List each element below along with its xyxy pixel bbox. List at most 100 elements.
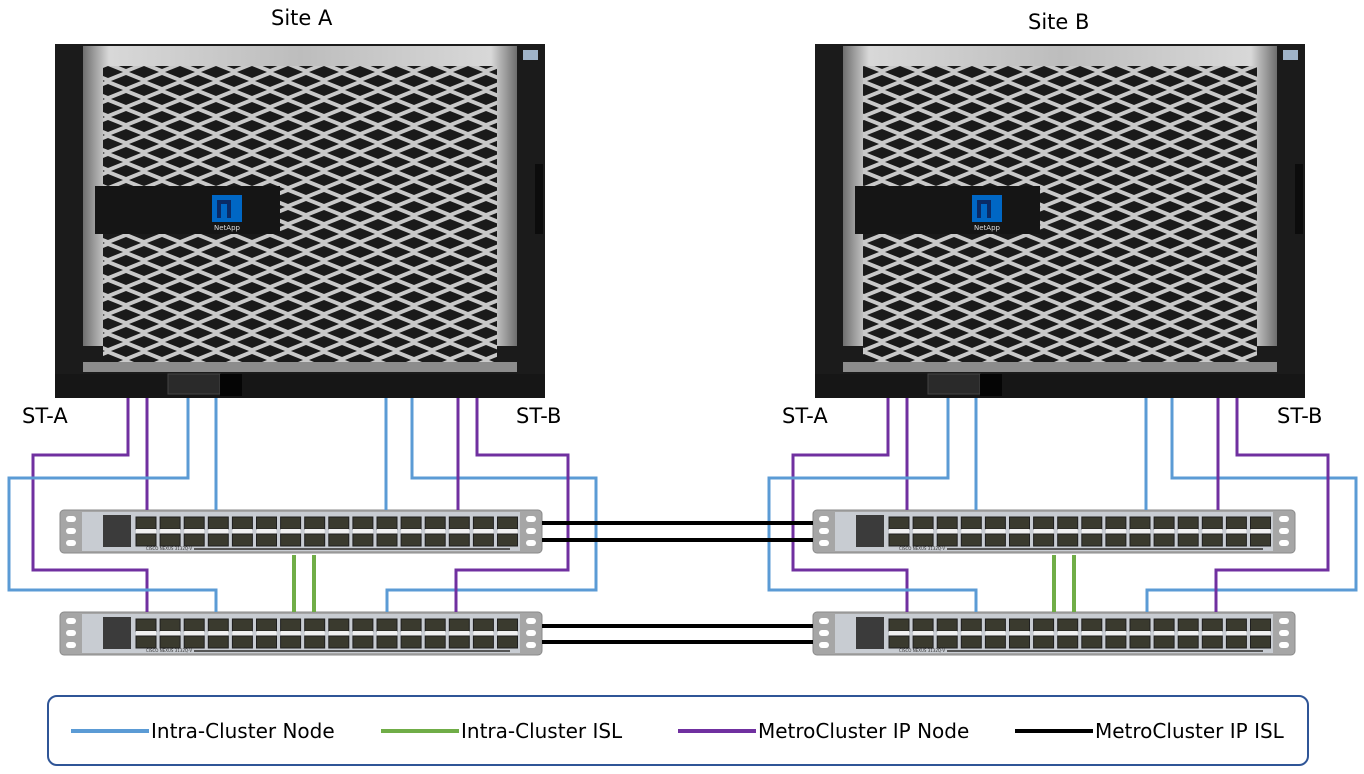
switch-port	[936, 635, 958, 649]
legend-label: Intra-Cluster Node	[151, 719, 335, 743]
switch-port-label	[473, 631, 494, 636]
switch-port	[280, 618, 302, 632]
rack-ear-hole	[526, 618, 536, 624]
site-a-mcip-node-cable	[31, 398, 149, 612]
switch-port-label	[1178, 631, 1199, 636]
switch-port	[448, 516, 470, 530]
switch-port	[1201, 533, 1223, 547]
switch-vent	[194, 650, 510, 652]
switch-port-label	[1226, 529, 1247, 534]
rack-ear-hole	[66, 540, 76, 546]
switch-port	[328, 635, 350, 649]
switch-port	[400, 516, 422, 530]
switch-port	[400, 618, 422, 632]
switch-port-label	[1057, 631, 1078, 636]
switch-port-label	[208, 631, 229, 636]
switch-port	[207, 635, 229, 649]
switch-port	[912, 618, 934, 632]
switch-port-label	[232, 631, 253, 636]
switch-port	[1105, 516, 1127, 530]
switch-port-label	[184, 631, 205, 636]
switch-port-label	[401, 631, 422, 636]
switch-port	[497, 635, 518, 649]
rack-ear-hole	[66, 642, 76, 648]
chassis-latch	[220, 374, 242, 396]
switch-port-label	[1033, 631, 1054, 636]
switch-port	[1057, 533, 1079, 547]
switch-port	[1081, 635, 1103, 649]
switch-port	[424, 533, 446, 547]
switch-port	[424, 635, 446, 649]
switch-port	[376, 533, 398, 547]
rack-ear-hole	[1279, 528, 1289, 534]
switch-port	[1225, 635, 1247, 649]
switch-port	[183, 635, 205, 649]
switch-port-label	[1202, 529, 1223, 534]
switch-site-a-top: CISCO NEXUS 3132Q-V	[59, 509, 543, 554]
rack-ear-hole	[819, 618, 829, 624]
switch-port	[256, 635, 277, 649]
switch-port	[1250, 618, 1271, 632]
legend-label: Intra-Cluster ISL	[461, 719, 623, 743]
switch-port-label	[1081, 529, 1102, 534]
switch-port	[1129, 618, 1151, 632]
switch-port-label	[913, 529, 934, 534]
switch-port	[888, 533, 910, 547]
switch-port-label	[937, 529, 958, 534]
switch-port	[376, 516, 398, 530]
switch-port-label	[913, 631, 934, 636]
switch-port	[352, 635, 374, 649]
switch-port-label	[377, 631, 397, 636]
switch-port	[1225, 618, 1247, 632]
switch-port	[400, 533, 422, 547]
legend-swatch-purple	[678, 729, 756, 733]
switch-port	[304, 516, 326, 530]
switch-port	[472, 533, 494, 547]
switch-port	[1153, 516, 1175, 530]
rack-ear-hole	[819, 540, 829, 546]
rack-ear-hole	[526, 630, 536, 636]
switch-port-label	[1226, 631, 1247, 636]
site-a-intra-node-cable	[7, 398, 218, 612]
rack-ear-hole	[526, 528, 536, 534]
switch-port	[304, 533, 326, 547]
switch-port	[1057, 618, 1079, 632]
switch-port	[328, 533, 350, 547]
switch-port	[304, 635, 326, 649]
chassis-base	[815, 374, 1305, 398]
switch-port	[256, 516, 277, 530]
rack-ear-hole	[1279, 630, 1289, 636]
switch-port	[1250, 516, 1271, 530]
switch-port	[207, 516, 229, 530]
switch-site-a-bottom: CISCO NEXUS 3132Q-V	[59, 611, 543, 656]
switch-port	[135, 516, 157, 530]
switch-port	[472, 618, 494, 632]
switch-port	[1009, 618, 1030, 632]
switch-port	[1153, 533, 1175, 547]
legend-item-metrocluster-ip-isl: MetroCluster IP ISL	[1015, 719, 1284, 743]
switch-port	[1129, 516, 1151, 530]
switch-port	[1081, 516, 1103, 530]
switch-model-label: CISCO NEXUS 3132Q-V	[899, 648, 945, 653]
switch-port-label	[1105, 631, 1126, 636]
legend-item-intra-cluster-node: Intra-Cluster Node	[71, 719, 335, 743]
switch-port-label	[280, 529, 301, 534]
storage-chassis-site-b: NetApp	[815, 44, 1305, 398]
switch-port	[1177, 635, 1199, 649]
switch-port	[159, 533, 181, 547]
legend: Intra-Cluster Node Intra-Cluster ISL Met…	[47, 695, 1309, 766]
switch-port-label	[136, 529, 156, 534]
switch-port	[352, 533, 374, 547]
chassis-badge	[523, 50, 538, 60]
switch-port	[207, 618, 229, 632]
switch-port	[1250, 635, 1271, 649]
switch-port	[256, 533, 277, 547]
switch-port-label	[1130, 631, 1150, 636]
switch-port	[984, 516, 1006, 530]
switch-port-label	[889, 529, 909, 534]
chassis-base	[55, 374, 545, 398]
switch-port-label	[352, 529, 373, 534]
site-a-mcip-node-cable	[454, 398, 570, 612]
switch-port-label	[1057, 529, 1078, 534]
switch-port	[424, 618, 446, 632]
